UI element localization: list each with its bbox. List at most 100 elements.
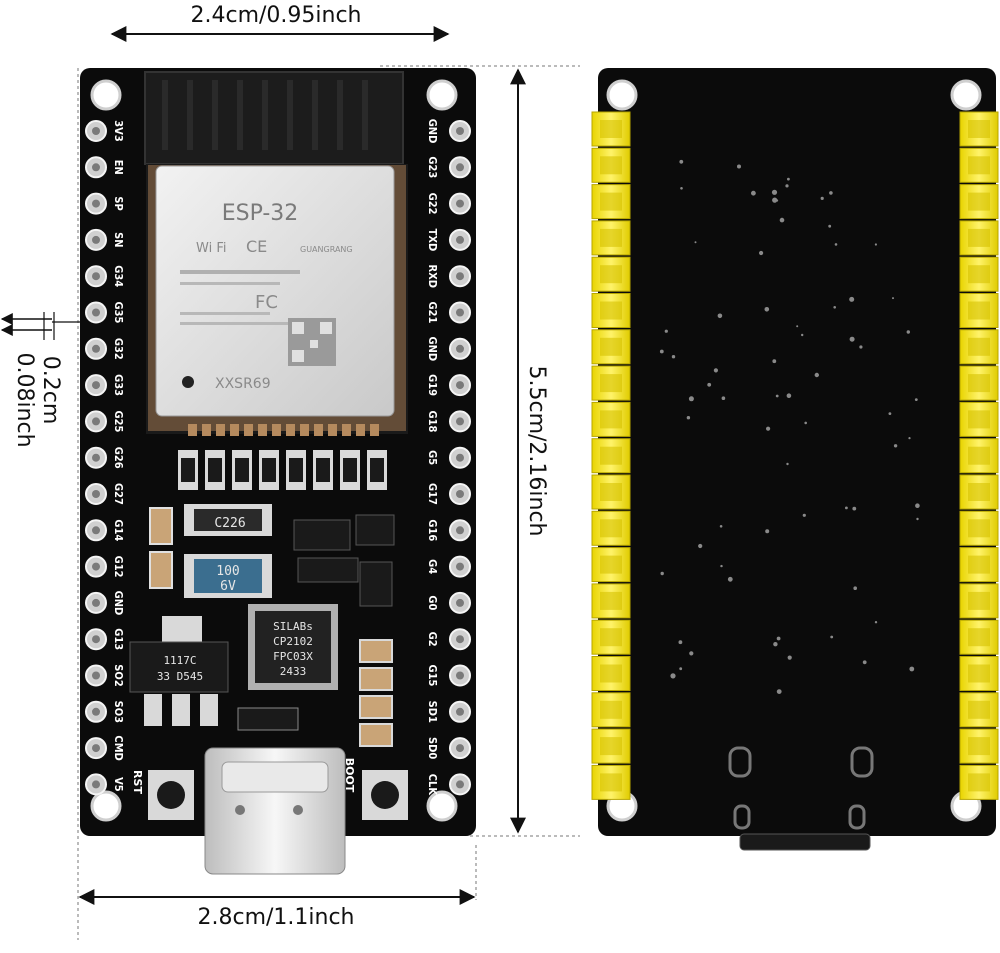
mount-hole: [426, 79, 458, 111]
usb-c-underside: [739, 833, 871, 851]
via: [909, 666, 915, 672]
header-pin: [591, 365, 631, 401]
pin-pad: [449, 156, 471, 179]
cap-label-1: 100: [216, 564, 239, 579]
left-header-pins: [591, 111, 631, 800]
module-pad: [244, 424, 253, 436]
module-pad: [342, 424, 351, 436]
resistor: [286, 450, 306, 490]
via: [787, 177, 790, 181]
pin-pad: [449, 519, 471, 542]
header-pin: [959, 510, 999, 546]
height-label: 5.5cm/2.16inch: [524, 365, 549, 536]
pin-label: SP: [112, 196, 125, 210]
pin-pad: [85, 591, 107, 614]
pin-pad: [85, 737, 107, 760]
pin-pad: [85, 519, 107, 542]
pin-label: G4: [426, 559, 439, 574]
header-pin: [959, 656, 999, 691]
via: [772, 359, 777, 364]
via: [833, 306, 836, 309]
pin-label: G18: [426, 410, 439, 432]
dimension-bottom: 2.8cm/1.1inch: [77, 68, 477, 940]
pin-label: SO3: [112, 701, 125, 724]
via: [694, 241, 697, 244]
rst-label: RST: [131, 770, 144, 794]
via: [804, 421, 807, 425]
pin-pad: [85, 773, 107, 796]
pin-label: GND: [112, 591, 125, 616]
via: [660, 571, 664, 576]
smd-resistor: [359, 667, 393, 691]
pin-pad: [85, 120, 107, 142]
pin-label: SO2: [112, 664, 125, 687]
resistor: [367, 450, 387, 490]
boot-label: BOOT: [343, 758, 356, 793]
via: [845, 506, 848, 510]
via: [664, 329, 668, 333]
via: [906, 330, 910, 334]
pin-pad: [449, 337, 471, 360]
via: [719, 525, 723, 528]
via: [779, 217, 785, 223]
c226-label: C226: [214, 516, 245, 531]
pitch-cm-label: 0.2cm: [38, 356, 63, 425]
pin-label: G14: [112, 519, 125, 541]
chip-line2: CP2102: [273, 635, 313, 648]
ce-mark: CE: [246, 237, 267, 256]
module-pad: [258, 424, 267, 436]
resistor: [259, 450, 279, 490]
via: [862, 660, 867, 665]
header-pin: [959, 256, 999, 292]
header-pin: [591, 656, 631, 691]
via: [786, 462, 789, 466]
via: [915, 503, 920, 509]
via: [721, 396, 726, 401]
header-pin: [591, 510, 631, 546]
header-pin: [959, 474, 999, 510]
pin-label: G15: [426, 665, 439, 687]
pin-label: G0: [426, 595, 439, 610]
header-pin: [591, 474, 631, 510]
header-pin: [959, 147, 999, 183]
pin-label: GND: [426, 336, 439, 361]
via: [814, 372, 819, 378]
pin-pad: [449, 120, 471, 142]
module-pad: [314, 424, 323, 436]
via: [679, 159, 684, 164]
header-pin: [591, 401, 631, 437]
header-pin: [959, 365, 999, 401]
pin-label: CMD: [112, 735, 125, 760]
module-pad: [300, 424, 309, 436]
left-pin-pads: [85, 120, 107, 796]
via: [776, 636, 781, 641]
pin-label: G5: [426, 450, 439, 465]
smd-resistor: [359, 723, 393, 747]
via: [834, 243, 838, 246]
pin-pad: [85, 410, 107, 433]
via: [737, 164, 741, 169]
mount-hole: [426, 790, 458, 822]
right-smd-parts: [359, 639, 393, 747]
diode: [237, 707, 299, 731]
smd-part: [297, 557, 359, 583]
cp2102-chip: [255, 611, 331, 683]
module-pad: [370, 424, 379, 436]
pin-pad: [85, 446, 107, 469]
fcc-mark: FC: [255, 292, 278, 313]
via: [888, 412, 892, 415]
header-pin: [959, 111, 999, 147]
pin-label: G19: [426, 374, 439, 396]
header-pin: [591, 111, 631, 147]
pin-label: G16: [426, 519, 439, 541]
resistor: [313, 450, 333, 490]
pin-pad: [85, 228, 107, 251]
mount-hole: [950, 79, 982, 111]
via: [671, 355, 676, 359]
module-pad: [356, 424, 365, 436]
dimension-height: 5.5cm/2.16inch: [380, 65, 580, 837]
via: [765, 529, 770, 534]
pin-label: G26: [112, 447, 125, 469]
pin-label: G12: [112, 556, 125, 578]
via: [707, 382, 712, 387]
